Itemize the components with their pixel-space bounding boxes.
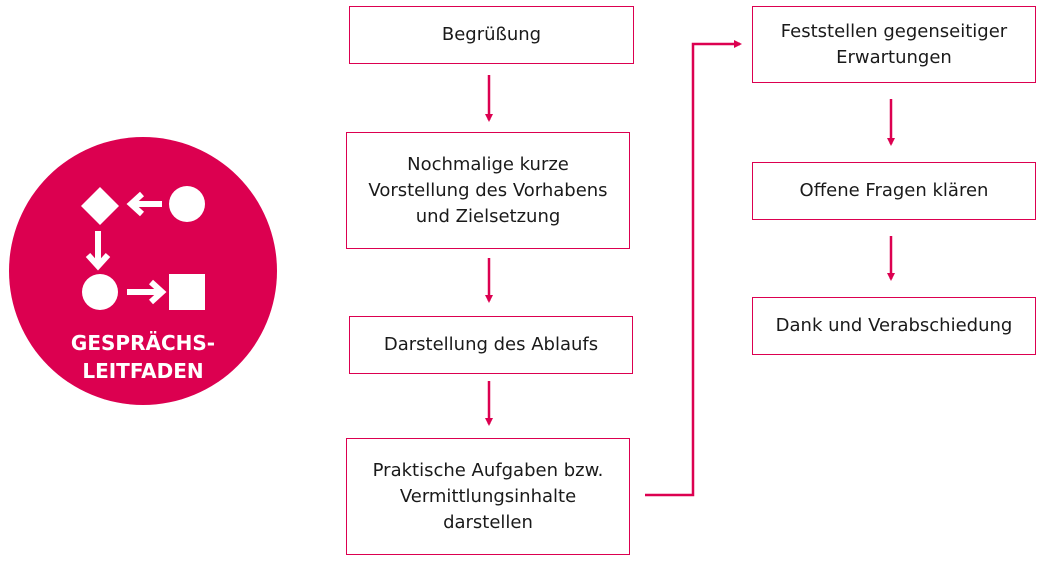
step-farewell: Dank und Verabschiedung [752, 297, 1036, 355]
step-questions: Offene Fragen klären [752, 162, 1036, 220]
flowchart-icon [81, 186, 205, 310]
step-greeting: Begrüßung [349, 6, 634, 64]
guide-badge: GESPRÄCHS- LEITFADEN [9, 137, 277, 405]
step-expectations: Feststellen gegenseitiger Erwartungen [752, 6, 1036, 83]
badge-title: GESPRÄCHS- LEITFADEN [70, 331, 216, 383]
step-tasks: Praktische Aufgaben bzw. Vermittlungsinh… [346, 438, 630, 555]
step-introduction: Nochmalige kurze Vorstellung des Vorhabe… [346, 132, 630, 249]
step-process: Darstellung des Ablaufs [349, 316, 633, 374]
column-connector-arrow [645, 40, 742, 497]
